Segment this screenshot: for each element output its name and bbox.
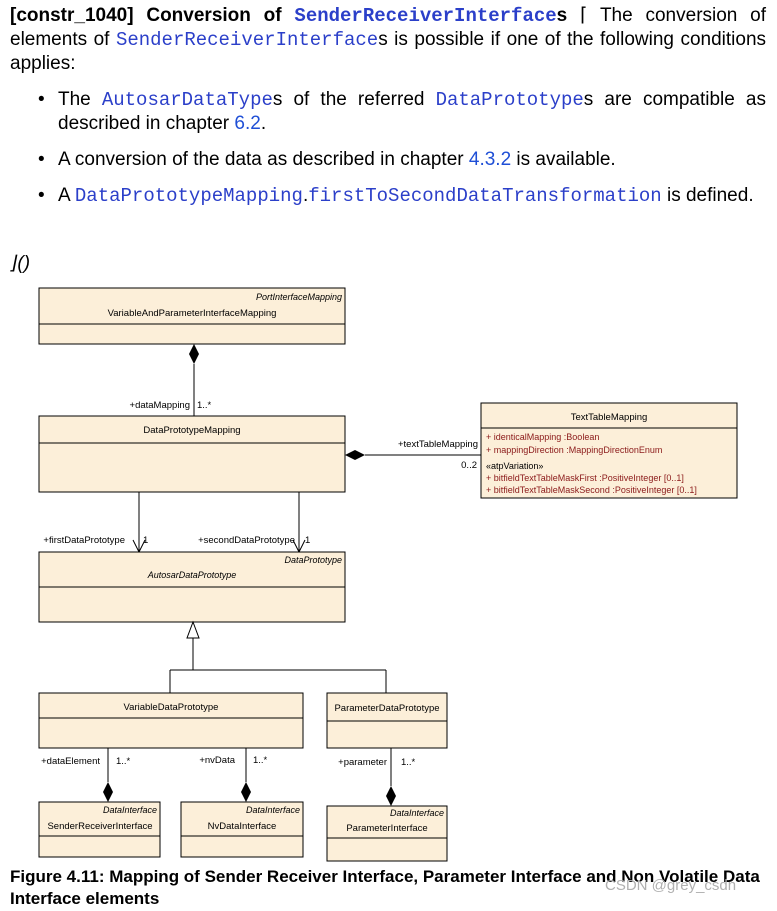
- requirement-text-2: s is possible if one of the following co…: [10, 29, 767, 74]
- class-autosar-data-prototype[interactable]: DataPrototype AutosarDataPrototype: [38, 551, 346, 623]
- requirement-end-mark: ⌋(): [10, 253, 31, 274]
- condition-text: is available.: [511, 149, 616, 170]
- condition-item: A conversion of the data as described in…: [36, 148, 766, 172]
- class-attribute: + bitfieldTextTableMaskSecond :PositiveI…: [486, 485, 697, 495]
- condition-text: .: [260, 113, 267, 134]
- association-text-table-mapping: +textTableMapping 0..2: [345, 439, 481, 471]
- multiplicity-label: 1..*: [116, 756, 131, 767]
- class-variable-data-prototype[interactable]: VariableDataPrototype: [38, 692, 304, 749]
- association-parameter: +parameter 1..*: [338, 748, 416, 806]
- chapter-link[interactable]: 4.3.2: [468, 149, 512, 170]
- role-label: +firstDataPrototype: [43, 535, 125, 546]
- class-name: SenderReceiverInterface: [47, 821, 152, 832]
- multiplicity-label: 1: [305, 535, 310, 546]
- requirement-id: [constr_1040] Conversion of: [10, 5, 295, 26]
- condition-item: A DataPrototypeMapping.firstToSecondData…: [36, 184, 766, 208]
- condition-text: The: [58, 89, 102, 110]
- condition-item: The AutosarDataTypes of the referred Dat…: [36, 88, 766, 136]
- condition-text: s of the referred: [272, 89, 436, 110]
- role-label: +nvData: [199, 755, 235, 766]
- class-stereotype: DataInterface: [103, 805, 157, 815]
- requirement-text-code[interactable]: SenderReceiverInterface: [115, 29, 379, 51]
- class-sender-receiver-interface[interactable]: DataInterface SenderReceiverInterface: [38, 801, 161, 858]
- role-label: +parameter: [338, 757, 387, 768]
- class-stereotype: DataInterface: [246, 805, 300, 815]
- class-attribute: + bitfieldTextTableMaskFirst :PositiveIn…: [486, 473, 684, 483]
- class-parameter-data-prototype[interactable]: ParameterDataPrototype: [326, 692, 448, 749]
- requirement-id-code[interactable]: SenderReceiverInterface: [294, 5, 557, 27]
- class-parameter-interface[interactable]: DataInterface ParameterInterface: [326, 805, 448, 862]
- condition-text: A: [58, 185, 75, 206]
- generalization: [169, 620, 387, 693]
- watermark: CSDN @grey_csdn: [605, 877, 737, 894]
- association-data-mapping: +dataMapping 1..*: [130, 344, 212, 416]
- class-name: DataPrototypeMapping: [143, 425, 240, 436]
- composition-diamond-icon: [189, 344, 199, 364]
- multiplicity-label: 1..*: [401, 757, 416, 768]
- requirement-paragraph: [constr_1040] Conversion of SenderReceiv…: [10, 4, 766, 76]
- association-second-data-prototype: +secondDataPrototype 1: [198, 492, 310, 554]
- class-data-prototype-mapping[interactable]: DataPrototypeMapping: [38, 415, 346, 493]
- class-name: TextTableMapping: [571, 412, 648, 423]
- chapter-link[interactable]: 6.2: [234, 113, 261, 134]
- multiplicity-label: 1: [143, 535, 148, 546]
- inheritance-triangle-icon: [186, 620, 200, 639]
- multiplicity-label: 1..*: [197, 400, 212, 411]
- association-first-data-prototype: +firstDataPrototype 1: [43, 492, 148, 554]
- class-variable-and-parameter-interface-mapping[interactable]: PortInterfaceMapping VariableAndParamete…: [38, 287, 346, 345]
- association-nv-data: +nvData 1..*: [199, 748, 268, 802]
- role-label: +textTableMapping: [398, 439, 478, 450]
- association-data-element: +dataElement 1..*: [41, 748, 131, 802]
- class-stereotype: PortInterfaceMapping: [256, 292, 342, 302]
- figure-caption: Figure 4.11: Mapping of Sender Receiver …: [10, 867, 760, 908]
- requirement-id-suffix: s: [556, 5, 568, 26]
- class-nv-data-interface[interactable]: DataInterface NvDataInterface: [180, 801, 304, 858]
- uml-class-diagram: PortInterfaceMapping VariableAndParamete…: [38, 287, 738, 862]
- requirement-text-1: The conversion of elements of: [10, 5, 767, 50]
- class-stereotype: DataPrototype: [284, 555, 342, 565]
- composition-diamond-icon: [345, 450, 365, 460]
- code-ref[interactable]: AutosarDataType: [101, 89, 273, 111]
- composition-diamond-icon: [386, 786, 396, 806]
- composition-diamond-icon: [103, 782, 113, 802]
- multiplicity-label: 1..*: [253, 755, 268, 766]
- class-name: ParameterInterface: [346, 823, 427, 834]
- class-attribute: + mappingDirection :MappingDirectionEnum: [486, 445, 662, 455]
- variation-stereotype: «atpVariation»: [486, 461, 543, 471]
- condition-text: A conversion of the data as described in…: [58, 149, 469, 170]
- code-ref[interactable]: DataPrototypeMapping: [74, 185, 303, 207]
- role-label: +dataElement: [41, 756, 100, 767]
- condition-text: s are compatible as described in chapter: [58, 89, 766, 134]
- condition-list: The AutosarDataTypes of the referred Dat…: [36, 88, 766, 220]
- class-name: AutosarDataPrototype: [147, 570, 237, 580]
- class-stereotype: DataInterface: [390, 808, 444, 818]
- role-label: +dataMapping: [130, 400, 190, 411]
- class-name: VariableDataPrototype: [124, 702, 219, 713]
- code-ref[interactable]: firstToSecondDataTransformation: [308, 185, 662, 207]
- condition-text: .: [302, 185, 309, 206]
- composition-diamond-icon: [241, 782, 251, 802]
- multiplicity-label: 0..2: [461, 460, 477, 471]
- class-name: VariableAndParameterInterfaceMapping: [108, 308, 277, 319]
- code-ref[interactable]: DataPrototype: [435, 89, 584, 111]
- class-attribute: + identicalMapping :Boolean: [486, 432, 599, 442]
- class-text-table-mapping[interactable]: TextTableMapping + identicalMapping :Boo…: [480, 402, 738, 499]
- condition-text: is defined.: [661, 185, 754, 206]
- class-name: ParameterDataPrototype: [334, 703, 439, 714]
- role-label: +secondDataPrototype: [198, 535, 295, 546]
- class-name: NvDataInterface: [208, 821, 277, 832]
- requirement-bracket-open: ⌈: [580, 5, 588, 26]
